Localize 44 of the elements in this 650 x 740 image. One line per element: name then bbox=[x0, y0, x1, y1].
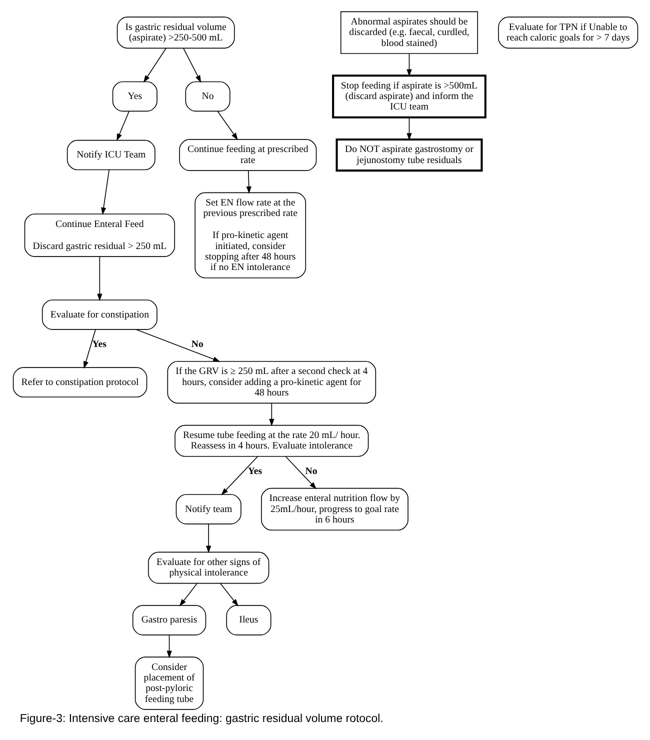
arrow bbox=[284, 456, 316, 490]
node-box: Do NOT aspirate gastrostomy or jejunostomy tube residuals bbox=[335, 138, 482, 172]
node-box: Notify team bbox=[175, 494, 241, 524]
arrow bbox=[166, 634, 172, 658]
arrow bbox=[82, 329, 96, 369]
node-box: Set EN flow rate at the previous prescribed rate If pro-kinetic agent initiated, consider stopping after 48 hours if no EN intolerance bbox=[194, 192, 306, 278]
arrow bbox=[220, 456, 258, 496]
node-box: Evaluate for TPN if Unable to reach caloric goals for > 7 days bbox=[498, 16, 638, 49]
node-box: If the GRV is ≥ 250 mL after a second check at 4 hours, consider adding a pro-kinetic agent for 48 hours bbox=[166, 360, 376, 404]
node-box: Notify ICU Team bbox=[66, 140, 155, 170]
edge-label: Yes bbox=[92, 339, 106, 350]
node-box: Yes bbox=[112, 81, 157, 112]
arrow bbox=[142, 48, 166, 83]
node-box: No bbox=[184, 81, 230, 112]
arrow bbox=[135, 329, 220, 362]
node-box: Continue Enteral Feed Discard gastric residual > 250 mL bbox=[24, 214, 175, 257]
arrow bbox=[406, 53, 412, 77]
arrow bbox=[406, 117, 412, 140]
edge-label: Yes bbox=[247, 466, 262, 478]
node-box: Refer to constipation protocol bbox=[12, 367, 147, 398]
node-box: Ileus bbox=[226, 605, 271, 636]
node-box: Abnormal aspirates should be discarded (e.g. faecal, curdled, blood stained) bbox=[340, 11, 478, 54]
arrow bbox=[182, 48, 201, 83]
arrow bbox=[96, 256, 102, 302]
node-box: Increase enteral nutrition flow by 25mL/hour, progress to goal rate in 6 hours bbox=[260, 488, 408, 531]
node-box: Stop feeding if aspirate is >500mL (discard aspirate) and inform the ICU team bbox=[332, 74, 486, 118]
arrow bbox=[216, 110, 238, 140]
arrow bbox=[220, 583, 238, 606]
edge-label: No bbox=[190, 339, 203, 350]
arrow bbox=[246, 170, 251, 194]
node-box: Consider placement of post-pyloric feeding tube bbox=[134, 656, 204, 710]
node-box: Evaluate for other signs of physical intolerance bbox=[148, 552, 269, 584]
arrow bbox=[100, 170, 109, 215]
arrow bbox=[116, 110, 129, 142]
caption: Figure-3: Intensive care enteral feeding: gastric residual volume rotocol. bbox=[19, 712, 383, 725]
node-box: Resume tube feeding at the rate 20 mL/ hour. Reassess in 4 hours. Evaluate intolerance bbox=[174, 424, 368, 457]
node-box: Gastro paresis bbox=[132, 605, 206, 636]
arrow bbox=[268, 402, 274, 426]
arrow bbox=[178, 583, 197, 606]
arrow bbox=[206, 524, 211, 554]
node-box: Is gastric residual volume (aspirate) >250-500 mL bbox=[116, 16, 234, 49]
edge-label: No bbox=[304, 466, 317, 478]
node-box: Evaluate for constipation bbox=[41, 300, 157, 330]
node-box: Continue feeding at prescribed rate bbox=[178, 139, 316, 171]
